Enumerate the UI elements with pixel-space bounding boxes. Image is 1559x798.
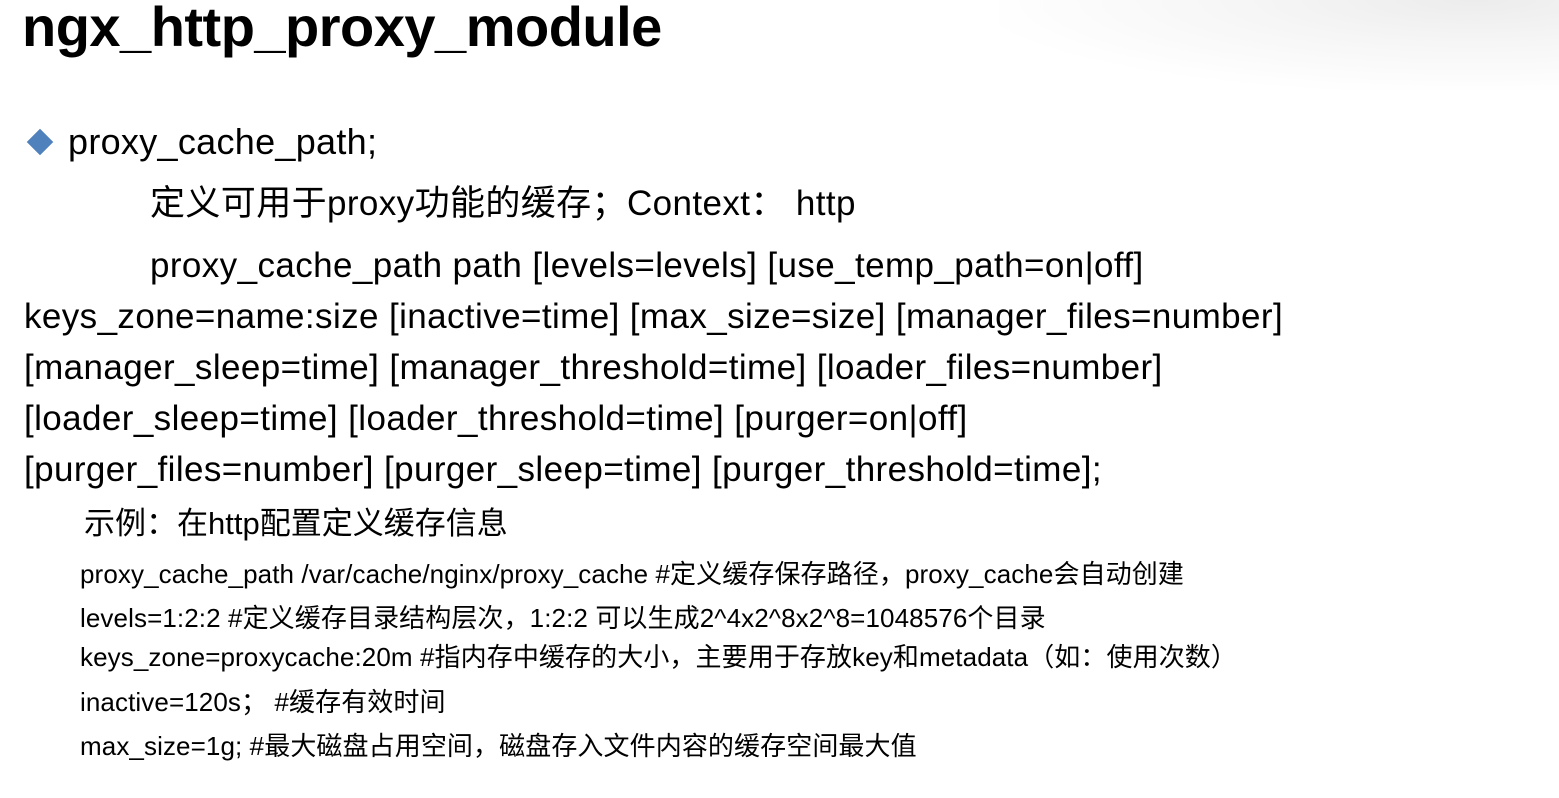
example-line: keys_zone=proxycache:20m #指内存中缓存的大小，主要用于…	[80, 642, 1237, 672]
syntax-line: proxy_cache_path path [levels=levels] [u…	[150, 246, 1144, 285]
syntax-line: [loader_sleep=time] [loader_threshold=ti…	[24, 399, 968, 438]
example-line: levels=1:2:2 #定义缓存目录结构层次，1:2:2 可以生成2^4x2…	[80, 603, 1046, 633]
corner-gradient-decoration	[999, 0, 1559, 90]
directive-description: 定义可用于proxy功能的缓存；Context： http	[150, 184, 856, 223]
bullet-label: proxy_cache_path;	[68, 121, 378, 162]
example-line: inactive=120s； #缓存有效时间	[80, 687, 446, 717]
syntax-line: keys_zone=name:size [inactive=time] [max…	[24, 297, 1284, 336]
example-heading: 示例：在http配置定义缓存信息	[84, 506, 508, 541]
example-line: proxy_cache_path /var/cache/nginx/proxy_…	[80, 559, 1184, 589]
slide-title: ngx_http_proxy_module	[22, 0, 662, 58]
syntax-line: [manager_sleep=time] [manager_threshold=…	[24, 348, 1163, 387]
example-line: max_size=1g; #最大磁盘占用空间，磁盘存入文件内容的缓存空间最大值	[80, 731, 917, 761]
diamond-bullet-icon	[26, 128, 54, 156]
syntax-line: [purger_files=number] [purger_sleep=time…	[24, 450, 1102, 489]
bullet-item: proxy_cache_path;	[26, 118, 377, 166]
